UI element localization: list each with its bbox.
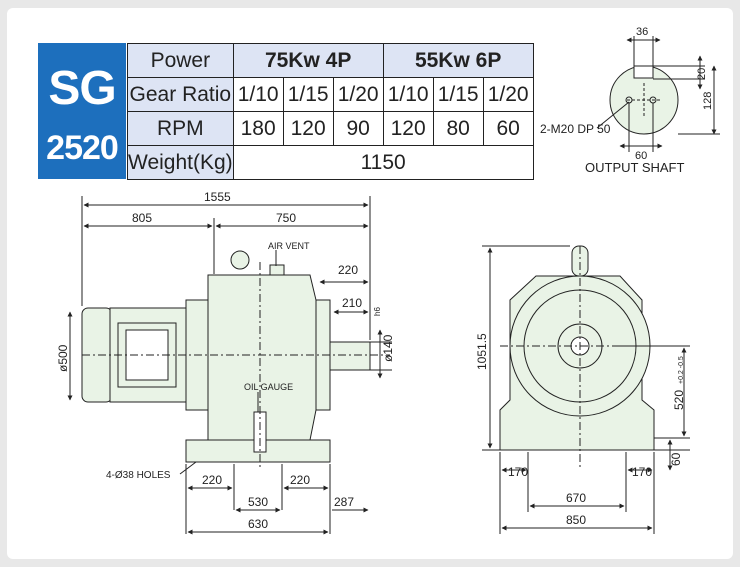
- front-base-height: 60: [669, 452, 683, 466]
- side-foot-left: 220: [202, 473, 222, 487]
- air-vent-label: AIR VENT: [268, 241, 310, 251]
- weight-value: 1150: [232, 145, 534, 180]
- side-foot-span: 530: [248, 495, 268, 509]
- table-cell: 1/10: [232, 77, 284, 112]
- spec-table: Power 75Kw 4P 55Kw 6P Gear Ratio 1/10 1/…: [127, 43, 534, 180]
- table-row: Gear Ratio 1/10 1/15 1/20 1/10 1/15 1/20: [127, 77, 534, 112]
- side-motor-length: 805: [132, 211, 152, 225]
- row-label-power: Power: [127, 43, 234, 78]
- front-center-height: 520: [672, 390, 686, 410]
- side-shaft-dia: ø140: [381, 334, 395, 362]
- front-height: 1051.5: [475, 333, 489, 370]
- leader-line: [179, 461, 197, 475]
- front-foot-right: 170: [632, 465, 652, 479]
- shaft-dim-height: 128: [702, 92, 714, 110]
- shaft-dim-key-depth: 20: [696, 68, 708, 80]
- table-cell: 60: [482, 111, 534, 146]
- table-cell: 120: [282, 111, 334, 146]
- keyway: [633, 65, 654, 79]
- shaft-caption: OUTPUT SHAFT: [585, 160, 684, 175]
- side-shaft-tol: h6: [373, 307, 382, 316]
- side-motor-dia: ø500: [56, 344, 70, 372]
- shaft-dim-bottom: 60: [635, 150, 647, 162]
- group-header-55kw: 55Kw 6P: [382, 43, 534, 78]
- front-center-tol: +0.2 -0.5: [678, 356, 685, 384]
- side-shaft-len: 210: [342, 296, 362, 310]
- side-overall-length: 1555: [204, 190, 231, 204]
- side-foot-right: 220: [290, 473, 310, 487]
- model-badge: SG 2520: [38, 43, 126, 179]
- table-cell: 1/20: [482, 77, 534, 112]
- lifting-eye: [230, 250, 250, 270]
- row-label-rpm: RPM: [127, 111, 234, 146]
- shaft-tap-note: 2-M20 DP 50: [540, 122, 611, 136]
- side-reducer-length: 750: [276, 211, 296, 225]
- table-row: Weight(Kg) 1150: [127, 145, 534, 180]
- side-shaft-ext: 220: [338, 263, 358, 277]
- table-row: RPM 180 120 90 120 80 60: [127, 111, 534, 146]
- front-base-width: 850: [566, 513, 586, 527]
- table-row: Power 75Kw 4P 55Kw 6P: [127, 43, 534, 78]
- side-base-length: 630: [248, 517, 268, 531]
- output-shaft: [329, 341, 371, 371]
- table-cell: 180: [232, 111, 284, 146]
- front-foot-left: 170: [508, 465, 528, 479]
- holes-label: 4-Ø38 HOLES: [106, 470, 171, 481]
- side-foot-offset: 287: [334, 495, 354, 509]
- front-view: [482, 245, 690, 534]
- output-shaft-detail: [596, 36, 720, 152]
- air-vent-plug: [269, 264, 285, 276]
- table-cell: 80: [432, 111, 484, 146]
- model-size: 2520: [46, 129, 119, 167]
- table-cell: 90: [332, 111, 384, 146]
- table-cell: 1/20: [332, 77, 384, 112]
- side-view: [67, 196, 392, 535]
- table-cell: 1/10: [382, 77, 434, 112]
- leader-line: [596, 101, 630, 129]
- group-header-75kw: 75Kw 4P: [232, 43, 384, 78]
- shaft-dim-top: 36: [636, 26, 648, 38]
- oil-gauge-label: OIL GAUGE: [244, 382, 293, 392]
- model-series: SG: [48, 62, 116, 115]
- table-cell: 1/15: [282, 77, 334, 112]
- front-hole-span: 670: [566, 491, 586, 505]
- row-label-gear-ratio: Gear Ratio: [127, 77, 234, 112]
